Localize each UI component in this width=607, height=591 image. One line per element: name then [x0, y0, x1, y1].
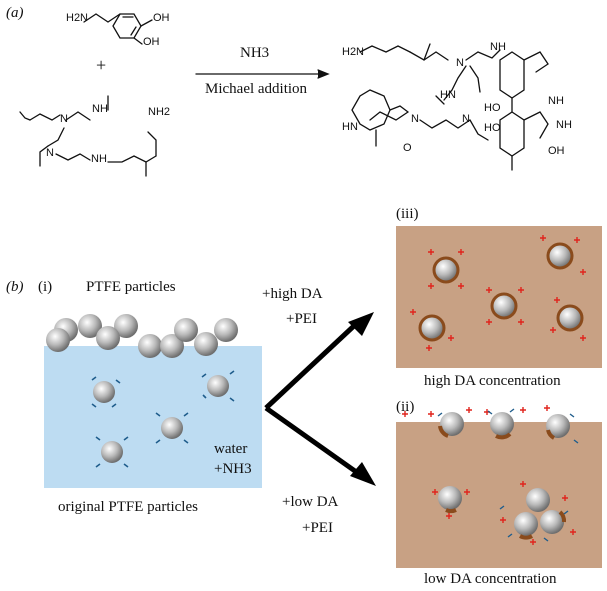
- low-concentration-label: low DA concentration: [424, 571, 557, 587]
- dopamine-structure: [83, 13, 153, 45]
- chem-pei-nh2: NH2: [148, 106, 171, 118]
- pei-structure: [19, 95, 157, 177]
- chem-dopamine-oh-top: OH: [153, 12, 170, 24]
- chem-prod-n-eq: N: [411, 113, 419, 125]
- chem-prod-o: O: [403, 142, 412, 154]
- chem-dopamine-oh-bottom: OH: [143, 36, 160, 48]
- low-da-box: [396, 422, 602, 568]
- chem-pei-nh-lower: NH: [91, 153, 107, 165]
- subpanel-iii-label: (iii): [396, 206, 419, 222]
- chem-dopamine-h2n: H2N: [66, 12, 89, 24]
- chem-prod-oh-3: OH: [548, 145, 565, 157]
- subpanel-i-label: (i): [38, 279, 53, 295]
- reaction-label: Michael addition: [205, 81, 308, 97]
- reagent-nh3: NH3: [240, 45, 270, 61]
- panel-a-structures: [19, 13, 549, 177]
- dispersed-particles: [93, 375, 229, 463]
- low-pei-label: +PEI: [302, 520, 333, 536]
- ptfe-particles-label: PTFE particles: [86, 279, 176, 295]
- panel-b-drawing: [44, 226, 602, 568]
- plus-sign: +: [96, 55, 107, 75]
- chem-prod-nh-indoline: NH: [556, 119, 572, 131]
- partially-coated-particles-low: [438, 412, 570, 540]
- chem-pei-nh-top: NH: [92, 103, 108, 115]
- chem-pei-n-left: N: [60, 113, 68, 125]
- panel-a-label: (a): [6, 5, 24, 21]
- coated-particles-high: [418, 242, 584, 342]
- high-concentration-label: high DA concentration: [424, 373, 561, 389]
- high-pei-label: +PEI: [286, 311, 317, 327]
- water-label: water: [214, 441, 248, 457]
- chem-prod-ho-2: HO: [484, 122, 501, 134]
- chem-prod-h2n: H2N: [342, 46, 365, 58]
- chem-prod-n-bottom: N: [462, 113, 470, 125]
- low-da-label: +low DA: [282, 494, 339, 510]
- chem-pei-n-lower: N: [46, 147, 54, 159]
- arrows: [264, 322, 364, 479]
- water-container: [44, 346, 262, 488]
- negative-dashes: [91, 370, 235, 468]
- positive-charges-high: [410, 235, 586, 351]
- product-structure: [351, 43, 549, 171]
- surface-particles: [46, 314, 238, 358]
- chem-prod-hn-left: HN: [342, 121, 358, 133]
- panel-b-label: (b): [6, 279, 24, 295]
- original-ptfe-label: original PTFE particles: [58, 499, 198, 515]
- chem-prod-nh-top: NH: [490, 41, 506, 53]
- chem-prod-hn-mid: HN: [440, 89, 456, 101]
- subpanel-ii-label: (ii): [396, 399, 415, 415]
- charges-low: [402, 405, 579, 545]
- chem-prod-ho-1: HO: [484, 102, 501, 114]
- chem-prod-nh-right: NH: [548, 95, 564, 107]
- chem-prod-n-top: N: [456, 57, 464, 69]
- high-da-label: +high DA: [262, 286, 323, 302]
- nh3-label: +NH3: [214, 461, 252, 477]
